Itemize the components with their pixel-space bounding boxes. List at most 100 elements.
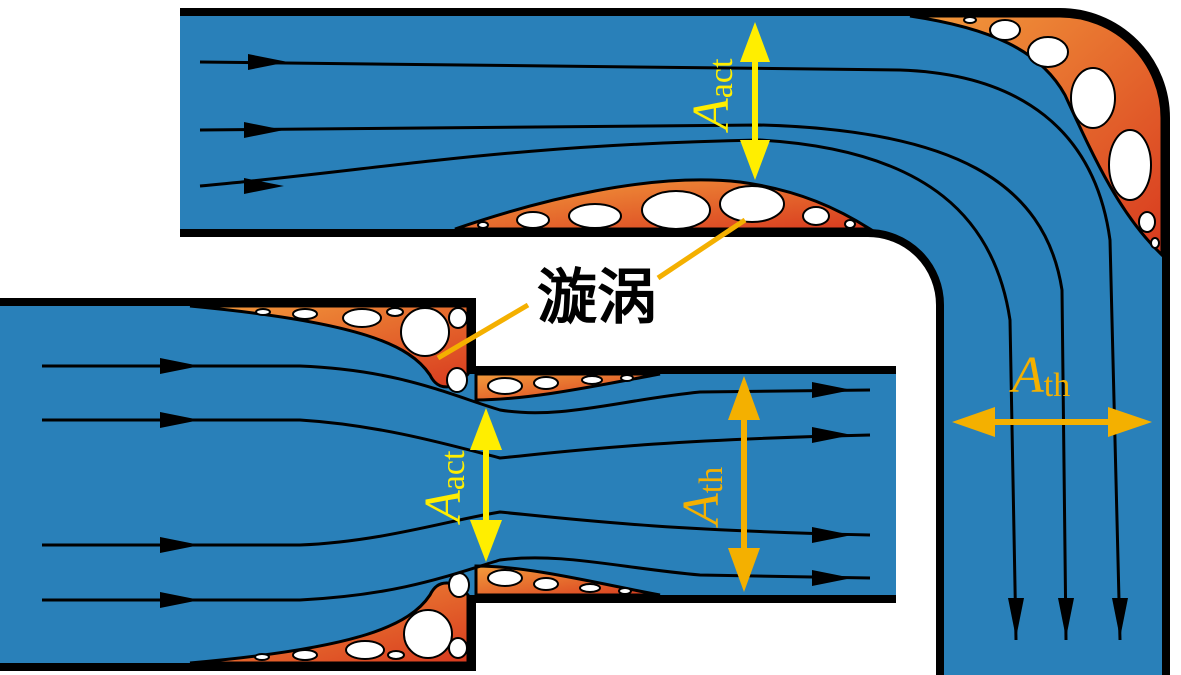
streamline	[199, 60, 1122, 641]
label-subscript: act	[703, 58, 740, 98]
label-a-th-bend: Ath	[1009, 347, 1070, 404]
arrowhead-icon	[160, 412, 200, 428]
vortex-bubble	[579, 583, 601, 593]
flow-arrowheads-contraction	[160, 358, 852, 608]
vortex-region-inlet-lower	[189, 581, 470, 665]
vortex-bubble	[292, 649, 318, 661]
vortex-region-inlet-upper	[189, 304, 470, 389]
vortex-bubble	[255, 308, 271, 316]
bend-pipe-fluid	[180, 12, 1166, 675]
area-arrow-th-contraction	[728, 376, 760, 592]
vortex-bubble	[446, 367, 468, 393]
vortex-label: 漩涡	[537, 263, 657, 333]
vortex-bubble	[448, 637, 468, 659]
label-symbol: A	[673, 493, 730, 528]
area-arrow-act-contraction	[470, 408, 502, 562]
vortex-bubble	[963, 16, 977, 24]
arrowhead-icon	[160, 537, 200, 553]
double-arrow-icon	[728, 548, 760, 592]
double-arrow-icon	[740, 22, 770, 62]
vortex-bubble	[487, 569, 523, 587]
label-a-act-bend: Aact	[683, 58, 740, 133]
vortex-bubble	[387, 650, 405, 660]
arrowhead-icon	[1008, 598, 1024, 638]
bend-pipe-inner-wall	[180, 229, 944, 675]
vortex-bubble	[448, 572, 470, 598]
streamline	[42, 418, 871, 460]
vortex-bubble	[516, 211, 550, 229]
label-subscript: th	[693, 467, 730, 493]
vortex-bubble	[403, 609, 453, 659]
arrowhead-icon	[248, 54, 288, 70]
area-arrow-act-bend	[740, 22, 770, 180]
vortex-bubble	[1150, 237, 1160, 249]
arrowhead-icon	[812, 427, 852, 443]
vortex-bubble	[989, 19, 1021, 41]
vortex-bubble	[802, 206, 830, 226]
flow-arrowheads-bend	[244, 54, 1128, 638]
leader-line	[656, 217, 747, 281]
label-symbol: A	[415, 490, 472, 525]
vortex-bubble	[533, 376, 559, 390]
svg-text:Aact: Aact	[683, 58, 740, 133]
contraction-pipe-lower-wall	[0, 595, 896, 671]
svg-text:Ath: Ath	[673, 467, 730, 528]
vortex-bubble	[292, 308, 318, 320]
label-a-act-contraction: Aact	[415, 450, 472, 525]
streamline	[42, 510, 871, 547]
double-arrow-icon	[740, 140, 770, 180]
vortex-region-throat-upper	[446, 367, 661, 402]
label-subscript: th	[1044, 367, 1070, 404]
vortex-bubble	[487, 377, 523, 395]
arrowhead-icon	[1112, 598, 1128, 638]
label-symbol: A	[683, 98, 740, 133]
vortex-bubble	[254, 653, 270, 661]
vortex-bubble	[477, 221, 489, 229]
vortex-bubble	[533, 577, 559, 591]
vortex-region-throat-lower	[448, 564, 661, 598]
vortex-bubble	[1070, 67, 1116, 129]
streamline	[199, 123, 1068, 641]
vortex-bubble	[620, 374, 634, 382]
arrowhead-icon	[160, 358, 200, 374]
svg-text:Ath: Ath	[1009, 347, 1070, 404]
vortex-bubble	[641, 190, 711, 230]
vortex-bubble	[386, 307, 404, 317]
bend-pipe-outer-wall	[180, 8, 1170, 675]
arrowhead-icon	[160, 592, 200, 608]
double-arrow-icon	[1108, 407, 1152, 437]
arrowhead-icon	[1058, 598, 1074, 638]
vortex-bubble	[342, 308, 382, 328]
vortex-bubble	[1108, 129, 1152, 201]
double-arrow-icon	[470, 408, 502, 450]
leader-line	[436, 302, 530, 361]
streamline	[42, 364, 871, 415]
arrowhead-icon	[244, 178, 284, 194]
vortex-bubble	[400, 307, 450, 357]
contraction-pipe	[0, 298, 896, 671]
vortex-bubble	[581, 375, 603, 385]
svg-text:Aact: Aact	[415, 450, 472, 525]
label-a-th-contraction: Ath	[673, 467, 730, 528]
arrowhead-icon	[812, 570, 852, 586]
vortex-bubble	[844, 219, 856, 229]
vortex-region-bend-inner	[454, 178, 876, 231]
double-arrow-icon	[728, 376, 760, 420]
streamline	[42, 556, 871, 602]
bend-pipe	[180, 8, 1170, 675]
arrowhead-icon	[812, 527, 852, 543]
vortex-bubble	[719, 185, 785, 223]
label-subscript: act	[435, 450, 472, 490]
vortex-callout: 漩涡	[436, 217, 747, 361]
vortex-bubble	[618, 587, 632, 595]
vortex-region-bend-outer	[909, 14, 1164, 259]
double-arrow-icon	[952, 407, 995, 437]
contraction-pipe-fluid	[0, 302, 896, 667]
streamlines-contraction	[42, 364, 871, 602]
double-arrow-icon	[470, 520, 502, 562]
arrowhead-icon	[244, 122, 284, 138]
vortex-bubble	[568, 203, 622, 229]
label-symbol: A	[1009, 347, 1044, 404]
vortex-bubble	[1138, 211, 1156, 233]
